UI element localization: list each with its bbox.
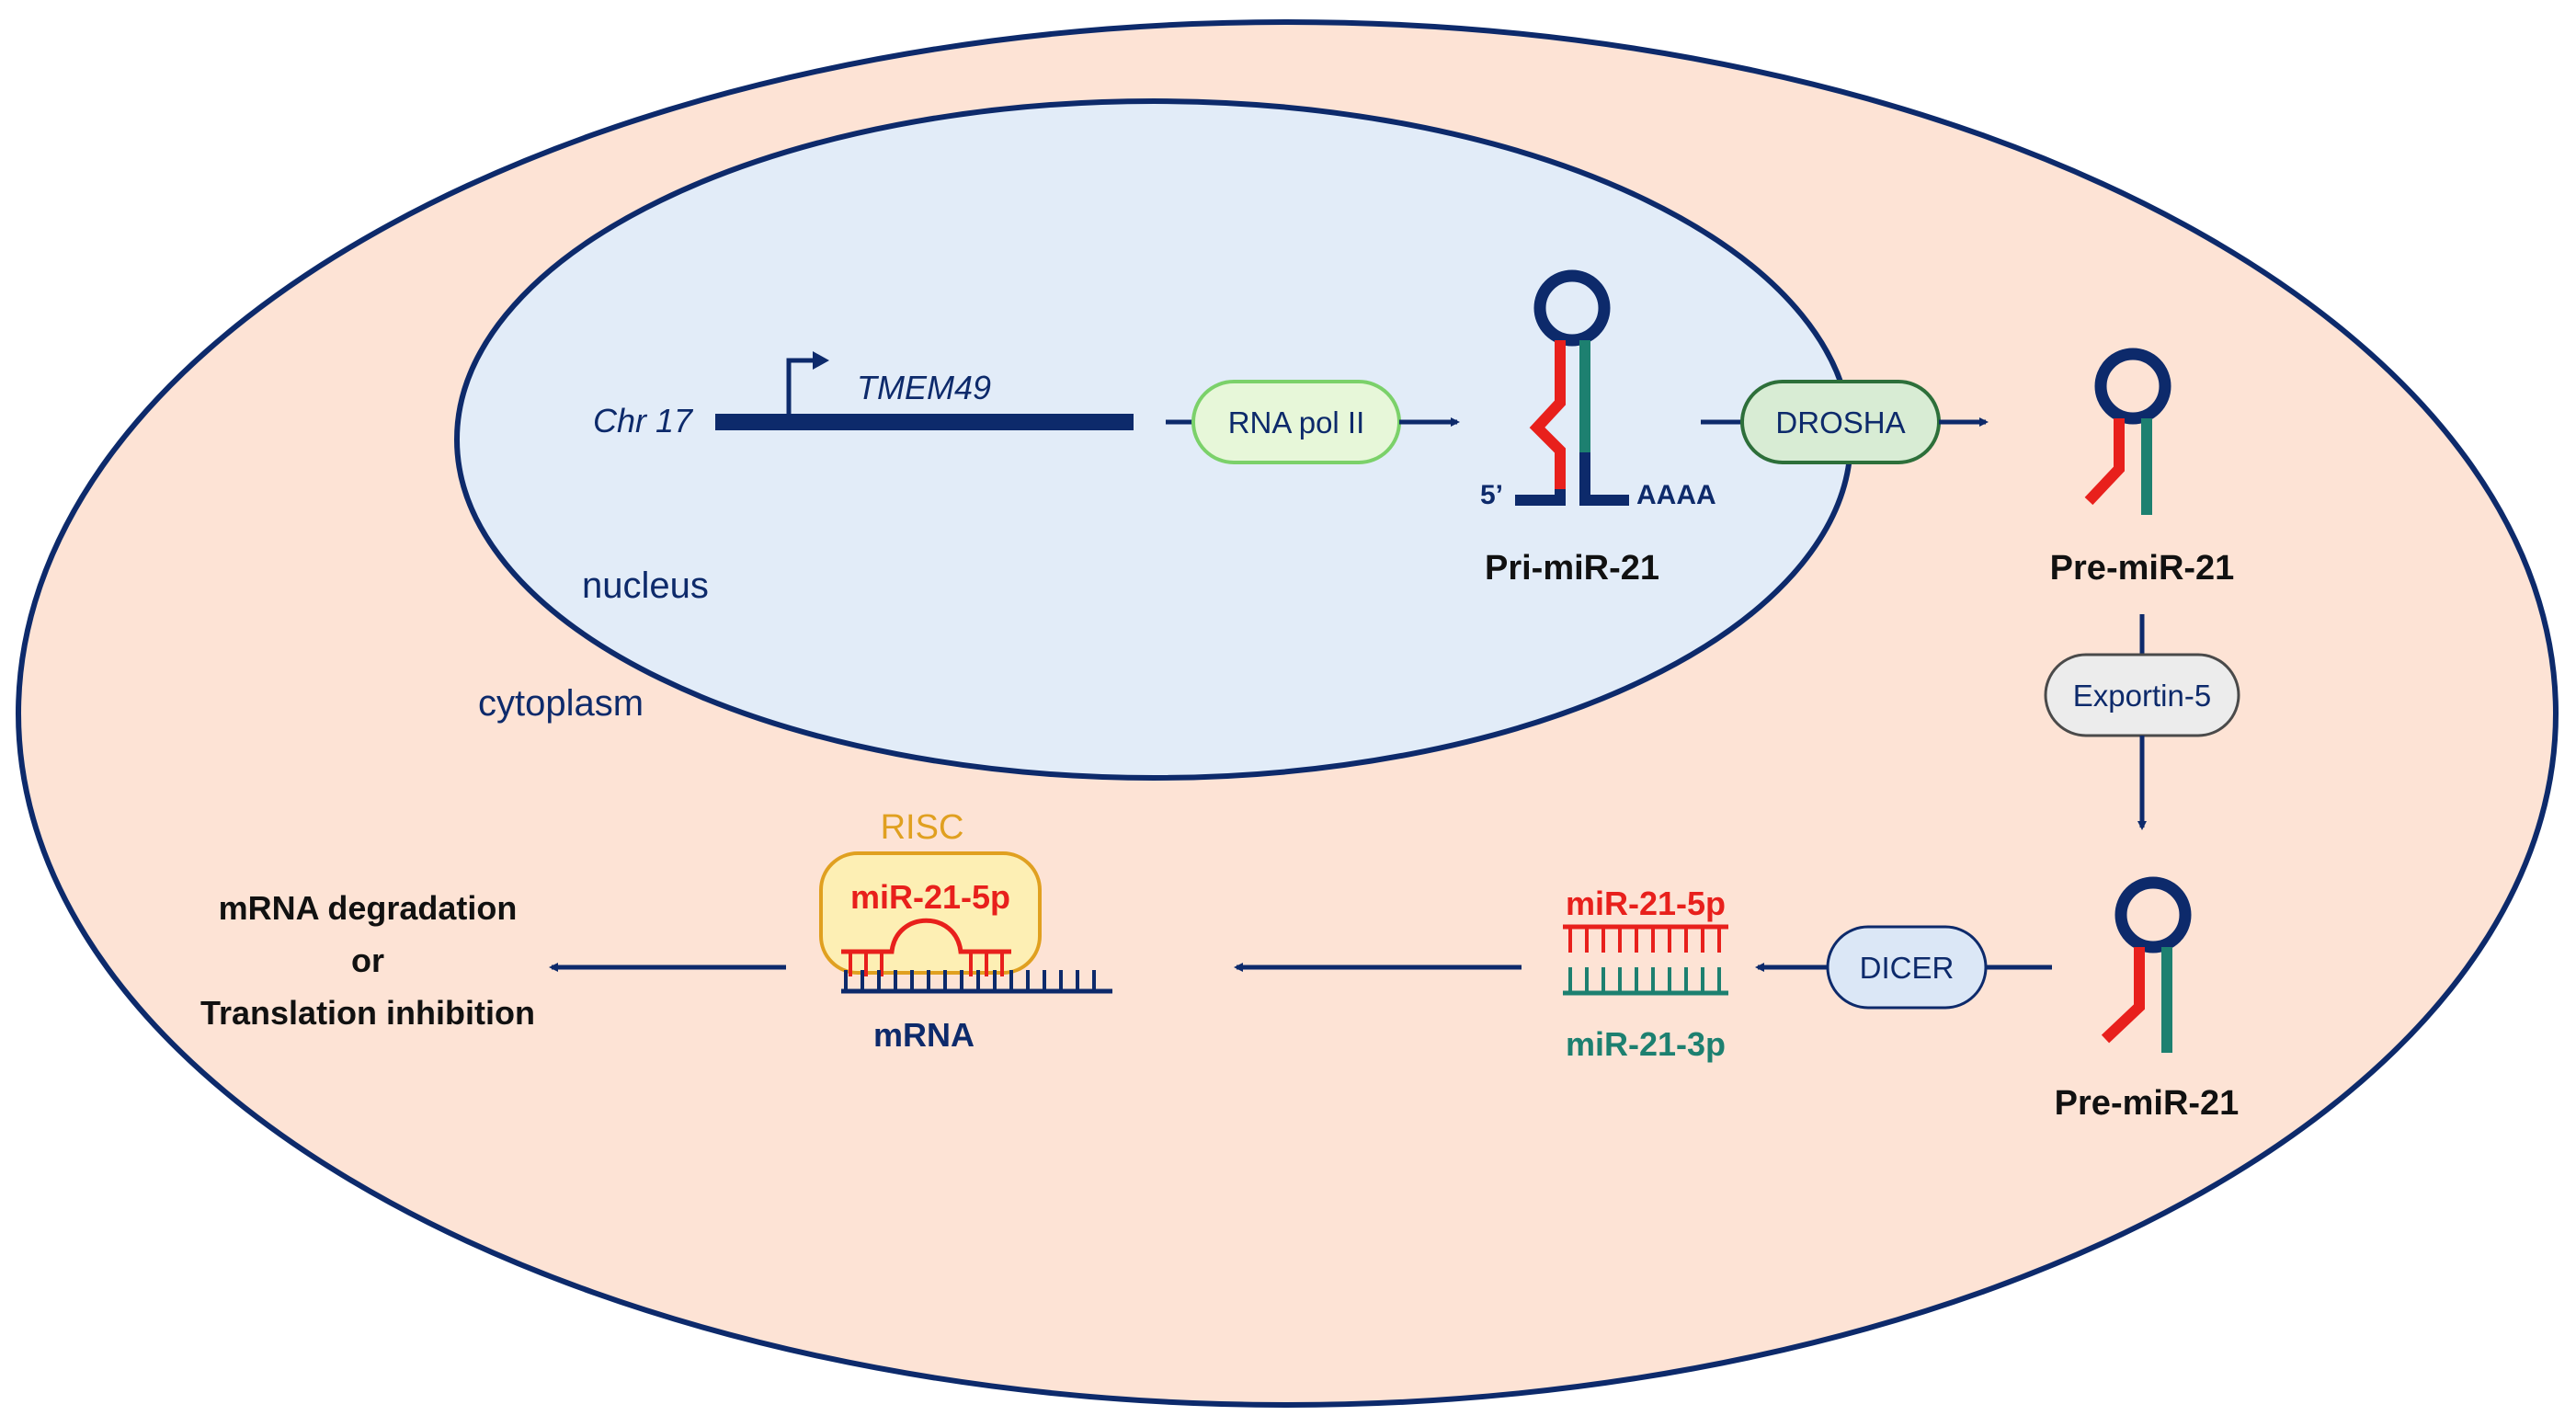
duplex-3p-label: miR-21-3p [1566, 1025, 1726, 1063]
pre-mir-cytoplasm-label: Pre-miR-21 [2055, 1084, 2240, 1123]
pre-mir-nucleus-label: Pre-miR-21 [2050, 549, 2235, 588]
promoter-arrowhead [813, 351, 829, 370]
pre-mir-hairpin-nucleus [2084, 348, 2171, 515]
risc-label: RISC [881, 808, 964, 847]
cytoplasm-label: cytoplasm [478, 683, 644, 724]
pre-mir-hairpin-cytoplasm [2101, 876, 2192, 1053]
mrna-label: mRNA [873, 1016, 975, 1054]
pri-mir-hairpin [1515, 269, 1629, 506]
rna-pol-label: RNA pol II [1228, 405, 1365, 440]
exportin-label: Exportin-5 [2073, 679, 2211, 713]
outcome-line-2: or [351, 942, 384, 979]
gene-bar [715, 414, 1134, 430]
mrna-teeth [844, 970, 1096, 991]
drosha-label: DROSHA [1775, 405, 1905, 440]
pri-mir-label: Pri-miR-21 [1485, 549, 1659, 588]
pre-loop-nucleus [2094, 348, 2171, 425]
pri-5p-arm [1529, 340, 1566, 489]
pri-polya-label: AAAA [1636, 480, 1716, 510]
risc-guide-strand [841, 918, 1011, 976]
risc-guide-label: miR-21-5p [850, 878, 1010, 916]
gene-name-label: TMEM49 [857, 369, 991, 406]
pri-3prime-tail [1579, 452, 1629, 506]
pri-5prime-label: 5’ [1480, 480, 1503, 510]
pre-5p-arm-nucleus [2084, 418, 2125, 506]
risc-guide-backbone [841, 918, 1011, 954]
outcome-line-1: mRNA degradation [219, 889, 518, 927]
mrna-strand [841, 970, 1112, 994]
pre-loop-cytoplasm [2114, 876, 2192, 953]
duplex-5p-teeth [1568, 927, 1721, 953]
dicer-label: DICER [1860, 951, 1955, 985]
pri-5prime-tail [1515, 489, 1566, 506]
chromosome-label: Chr 17 [593, 402, 694, 440]
nucleus-ellipse [454, 98, 1853, 781]
nucleus-label: nucleus [582, 565, 709, 606]
duplex-3p-teeth [1568, 967, 1721, 993]
duplex-5p-label: miR-21-5p [1566, 885, 1726, 922]
pri-loop [1533, 269, 1611, 347]
outcome-line-3: Translation inhibition [200, 994, 535, 1032]
promoter-arrow-icon [786, 358, 813, 414]
mirna-duplex [1563, 924, 1728, 996]
risc-guide-teeth [849, 952, 1004, 976]
pre-5p-arm-cytoplasm [2101, 947, 2145, 1044]
